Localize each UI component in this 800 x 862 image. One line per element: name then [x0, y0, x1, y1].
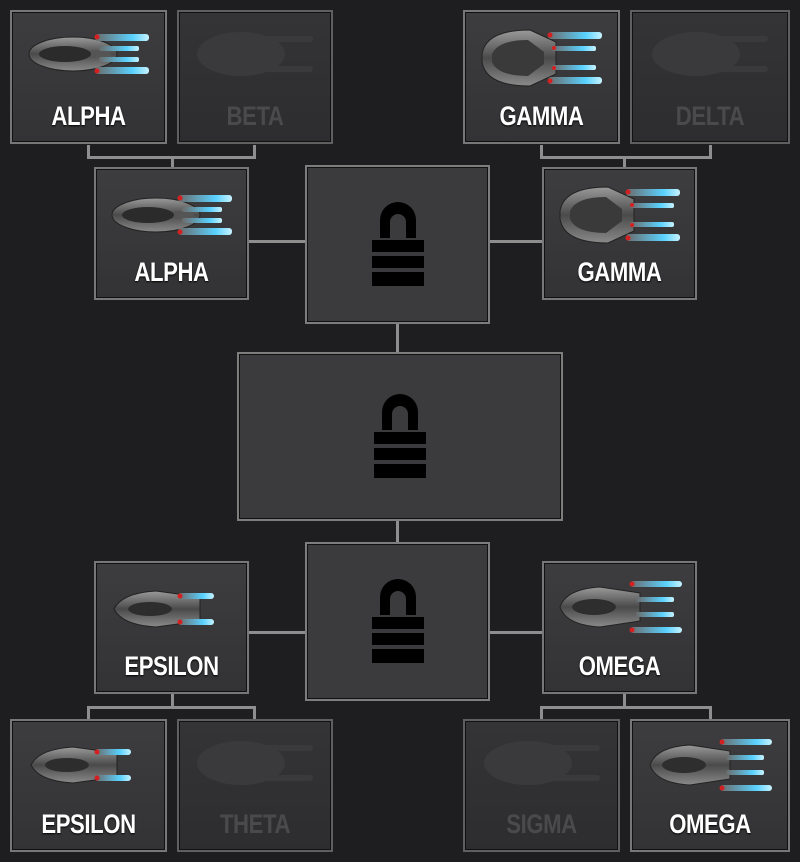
connector-line [540, 706, 712, 709]
ship-card-label: GAMMA [577, 257, 662, 287]
starship-icon [108, 579, 236, 639]
starship-silhouette-icon [646, 24, 774, 84]
connector-line [709, 145, 712, 158]
connector-line [540, 145, 543, 158]
connector-line [171, 694, 174, 707]
connector-line [171, 156, 174, 168]
connector-line [87, 706, 90, 719]
connector-line [709, 706, 712, 719]
ship-card-gamma-winner[interactable]: GAMMA [542, 167, 697, 300]
connector-line [396, 520, 399, 543]
ship-card-label: OMEGA [669, 809, 751, 839]
ship-card-label: BETA [226, 101, 284, 131]
ship-card-theta: THETA [177, 719, 333, 852]
connector-line [253, 706, 256, 719]
padlock-icon [372, 200, 424, 290]
connector-line [623, 156, 626, 168]
ship-card-label: SIGMA [506, 809, 577, 839]
ship-card-epsilon[interactable]: EPSILON [10, 719, 167, 852]
ship-card-label: DELTA [675, 101, 745, 131]
ship-card-sigma: SIGMA [463, 719, 620, 852]
ship-card-epsilon-winner[interactable]: EPSILON [94, 561, 249, 694]
starship-icon [556, 181, 684, 249]
starship-icon [108, 185, 236, 245]
connector-line [540, 156, 712, 159]
ship-card-gamma[interactable]: GAMMA [463, 10, 620, 144]
locked-slot-bottom [305, 542, 490, 701]
ship-card-alpha-winner[interactable]: ALPHA [94, 167, 249, 300]
connector-line [489, 240, 543, 243]
connector-line [540, 706, 543, 719]
connector-line [249, 240, 306, 243]
ship-card-omega[interactable]: OMEGA [630, 719, 790, 852]
starship-icon [646, 733, 774, 797]
ship-card-delta: DELTA [630, 10, 790, 144]
ship-card-omega-winner[interactable]: OMEGA [542, 561, 697, 694]
ship-card-label: ALPHA [51, 101, 126, 131]
ship-card-label: EPSILON [124, 651, 219, 681]
connector-line [87, 706, 256, 709]
starship-silhouette-icon [191, 24, 319, 84]
ship-card-label: ALPHA [134, 257, 209, 287]
ship-card-label: EPSILON [41, 809, 136, 839]
connector-line [87, 145, 90, 158]
locked-slot-final [237, 352, 563, 521]
starship-silhouette-icon [478, 733, 606, 793]
connector-line [396, 323, 399, 353]
connector-line [249, 631, 306, 634]
ship-card-alpha[interactable]: ALPHA [10, 10, 167, 144]
starship-silhouette-icon [191, 733, 319, 793]
connector-line [623, 694, 626, 707]
connector-line [489, 631, 543, 634]
ship-card-label: GAMMA [499, 101, 584, 131]
starship-icon [478, 24, 606, 92]
locked-slot-top [305, 165, 490, 324]
starship-icon [25, 24, 153, 84]
ship-card-label: THETA [219, 809, 291, 839]
padlock-icon [374, 392, 426, 482]
starship-icon [556, 575, 684, 639]
ship-card-label: OMEGA [578, 651, 661, 681]
starship-icon [25, 735, 153, 795]
padlock-icon [372, 577, 424, 667]
connector-line [253, 145, 256, 158]
ship-card-beta: BETA [177, 10, 333, 144]
